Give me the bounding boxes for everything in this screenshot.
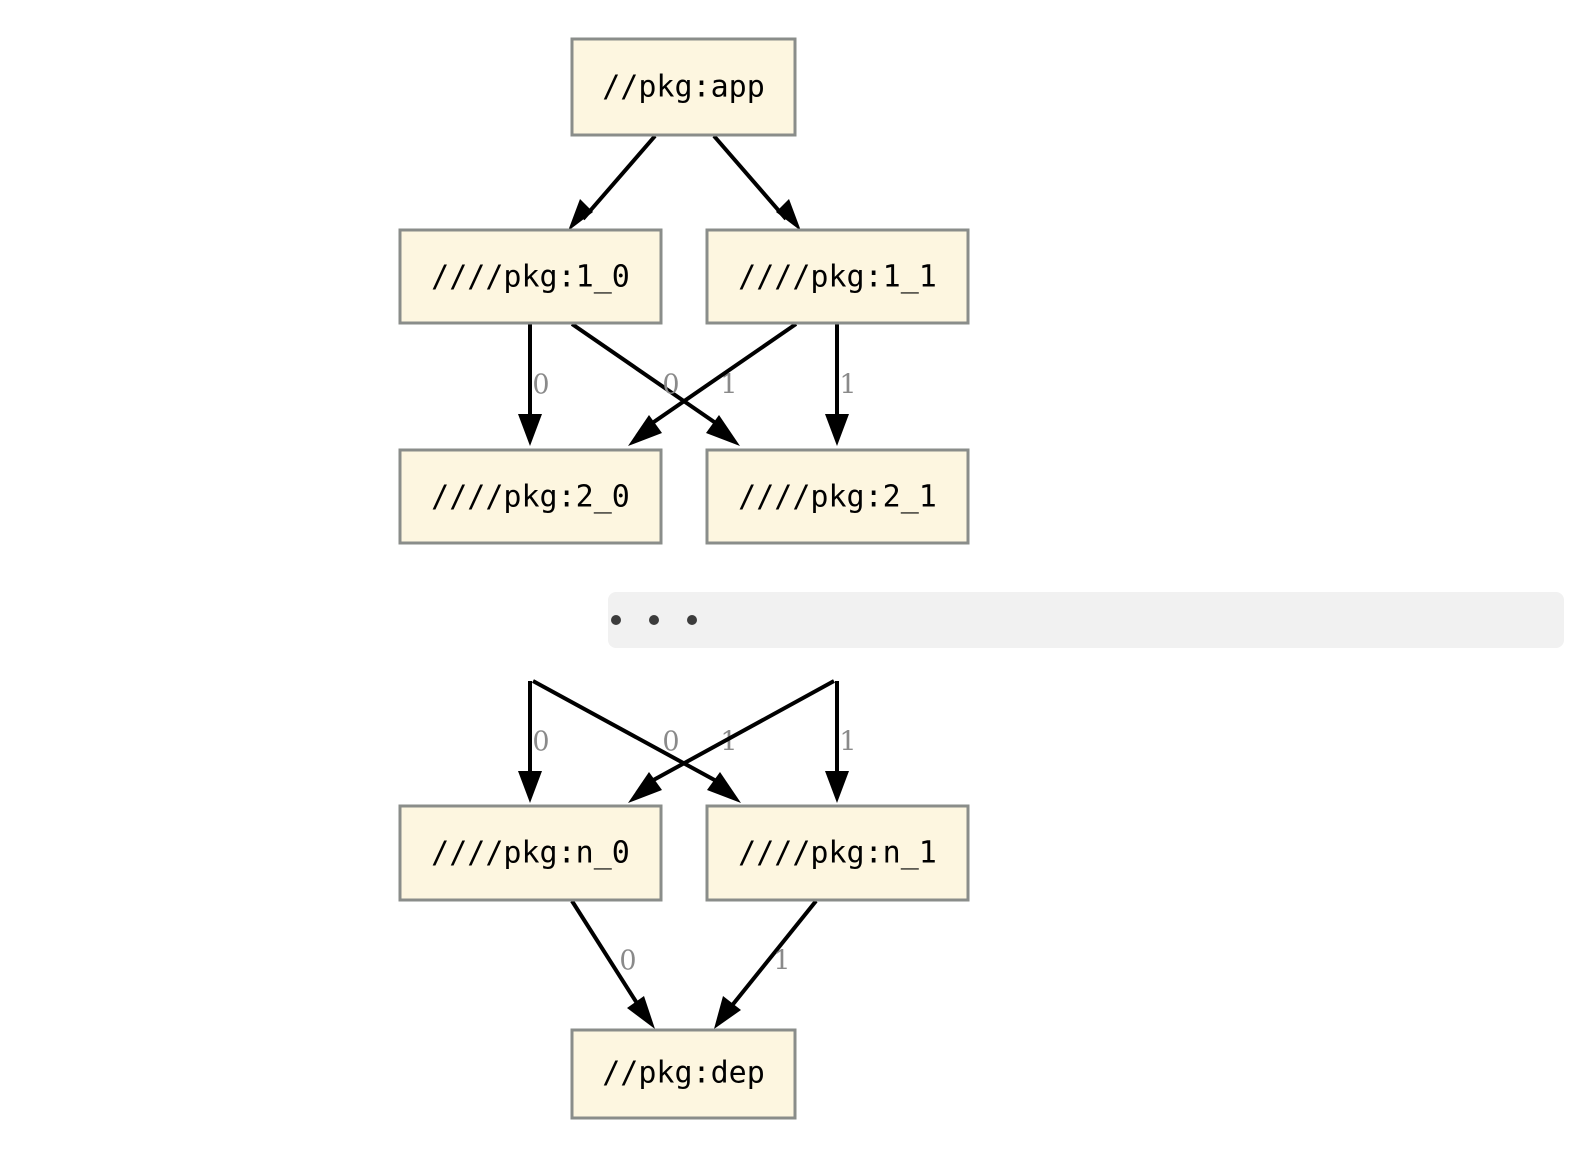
- arrowhead-icon: [518, 771, 542, 803]
- node-label: //pkg:app: [602, 70, 765, 105]
- node-box: [705, 804, 970, 902]
- ellipsis-band-background: [608, 592, 1564, 648]
- edge-app-to-pkg-1-1[interactable]: [712, 134, 801, 231]
- node-pkg-app[interactable]: //pkg:app: [570, 37, 797, 137]
- node-box: [705, 448, 970, 545]
- node-box: [570, 1028, 797, 1120]
- arrowhead-icon: [776, 199, 801, 231]
- arrowhead-icon: [707, 772, 741, 803]
- edge-label: 0: [532, 370, 549, 401]
- node-label: ////pkg:n_0: [431, 836, 630, 871]
- node-label: ////pkg:1_0: [431, 260, 630, 295]
- collapsed-rows-indicator[interactable]: [608, 592, 1564, 648]
- arrowhead-icon: [627, 996, 655, 1029]
- edge-line: [646, 322, 798, 428]
- arrowhead-icon: [714, 996, 741, 1029]
- edge-label: 1: [839, 727, 856, 758]
- edge-label: 0: [662, 370, 679, 401]
- edge-label: 0: [619, 946, 636, 977]
- edge-line: [570, 899, 642, 1010]
- node-pkg-dep[interactable]: //pkg:dep: [570, 1028, 797, 1120]
- node-pkg-2-1[interactable]: ////pkg:2_1: [705, 448, 970, 545]
- node-label: //pkg:dep: [602, 1056, 765, 1091]
- edge-pkg-1-0-to-pkg-2-1[interactable]: 1: [570, 322, 740, 446]
- node-pkg-n-1[interactable]: ////pkg:n_1: [705, 804, 970, 902]
- node-box: [398, 448, 663, 545]
- edge-line: [570, 322, 722, 428]
- arrowhead-icon: [628, 415, 662, 446]
- edge-label: 1: [720, 370, 737, 401]
- edge-label: 1: [773, 946, 790, 977]
- edge-app-to-pkg-1-0[interactable]: [568, 134, 657, 231]
- edge-pkg-1-1-to-pkg-2-0[interactable]: 0: [628, 322, 798, 446]
- edge-line: [712, 134, 788, 221]
- node-box: [398, 228, 663, 325]
- ellipsis-dot-icon: [611, 615, 621, 625]
- edge-label: 0: [532, 727, 549, 758]
- node-pkg-n-0[interactable]: ////pkg:n_0: [398, 804, 663, 902]
- edge-label: 0: [662, 727, 679, 758]
- arrowhead-icon: [518, 414, 542, 446]
- edge-pkg-1-0-to-pkg-2-0[interactable]: 0: [518, 324, 550, 446]
- edge-truncated-to-pkg-n-1-diagonal[interactable]: 1: [532, 679, 741, 803]
- edge-line: [728, 899, 818, 1010]
- node-layer: //pkg:app ////pkg:1_0 ////pkg:1_1 ////pk…: [398, 37, 970, 1120]
- ellipsis-dot-icon: [649, 615, 659, 625]
- edge-truncated-to-pkg-n-0[interactable]: 0: [518, 681, 550, 803]
- node-box: [705, 228, 970, 325]
- edge-pkg-n-0-to-dep[interactable]: 0: [570, 899, 655, 1029]
- ellipsis-dot-icon: [687, 615, 697, 625]
- edge-line: [647, 679, 835, 785]
- node-box: [398, 804, 663, 902]
- node-pkg-2-0[interactable]: ////pkg:2_0: [398, 448, 663, 545]
- edge-line: [532, 679, 721, 785]
- edge-label: 1: [839, 370, 856, 401]
- edge-truncated-to-pkg-n-0-diagonal[interactable]: 0: [628, 679, 835, 803]
- arrowhead-icon: [825, 414, 849, 446]
- node-label: ////pkg:2_0: [431, 480, 630, 515]
- node-label: ////pkg:n_1: [738, 836, 937, 871]
- node-box: [570, 37, 797, 137]
- edge-pkg-n-1-to-dep[interactable]: 1: [714, 899, 818, 1029]
- edge-pkg-1-1-to-pkg-2-1[interactable]: 1: [825, 324, 857, 446]
- arrowhead-icon: [706, 415, 740, 446]
- edge-layer: 0 1 0 1 0 1: [518, 134, 857, 1029]
- node-label: ////pkg:1_1: [738, 260, 937, 295]
- node-label: ////pkg:2_1: [738, 480, 937, 515]
- node-pkg-1-0[interactable]: ////pkg:1_0: [398, 228, 663, 325]
- edge-truncated-to-pkg-n-1[interactable]: 1: [825, 681, 857, 803]
- node-pkg-1-1[interactable]: ////pkg:1_1: [705, 228, 970, 325]
- arrowhead-icon: [825, 771, 849, 803]
- arrowhead-icon: [628, 772, 662, 803]
- arrowhead-icon: [568, 199, 593, 231]
- edge-line: [581, 134, 657, 221]
